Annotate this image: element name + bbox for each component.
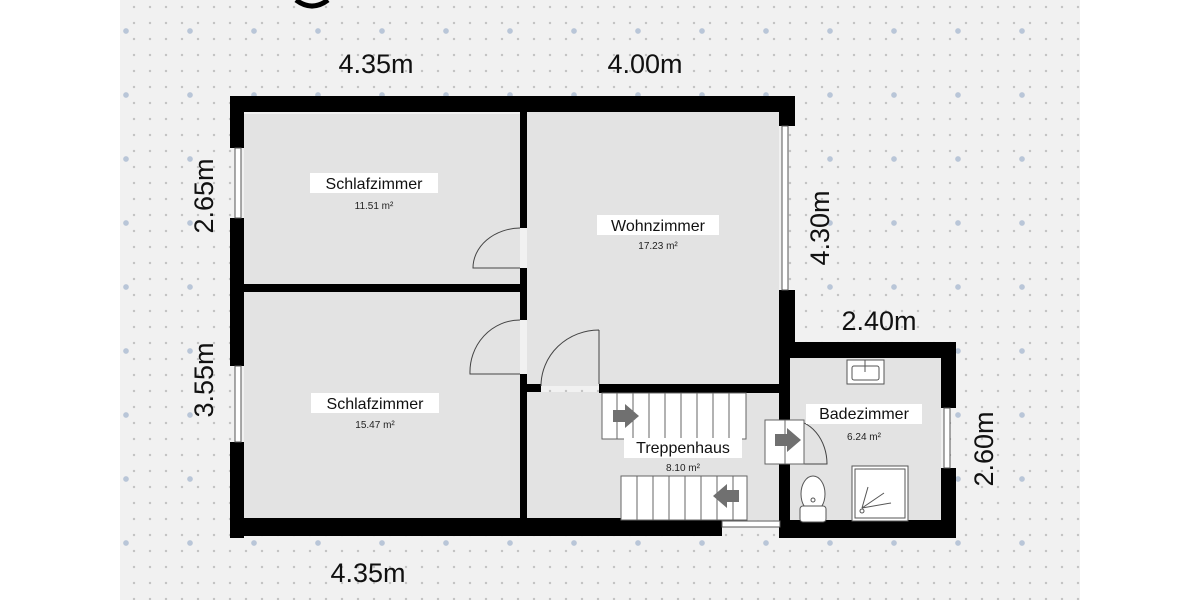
dimension-bad-top: 2.40m: [841, 306, 916, 336]
room-area-schlafzimmer-2: 15.47 m²: [355, 420, 395, 431]
label-bg: [806, 404, 922, 424]
window-treppenhaus: [721, 520, 781, 528]
room-name-schlafzimmer-2: Schlafzimmer: [327, 396, 425, 413]
room-area-treppenhaus: 8.10 m²: [666, 463, 701, 474]
dimension-left-bottom: 3.55m: [189, 342, 219, 417]
dimension-bad-right: 2.60m: [969, 411, 999, 486]
toilet-icon: [799, 475, 827, 523]
door-wohnzimmer: [540, 329, 600, 387]
windows: [234, 125, 951, 528]
room-area-badezimmer: 6.24 m²: [847, 432, 882, 443]
label-bg: [624, 438, 742, 458]
arrow-right-icon: [613, 404, 639, 428]
arrow-right-icon: [775, 428, 801, 452]
floors: [244, 110, 941, 522]
window-bad: [943, 407, 951, 469]
room-name-schlafzimmer-1: Schlafzimmer: [326, 176, 424, 193]
dimension-bottom: 4.35m: [330, 558, 405, 588]
shower-icon: [851, 465, 909, 522]
door-schlafzimmer-1: [472, 227, 521, 269]
room-name-treppenhaus: Treppenhaus: [636, 440, 730, 457]
window-left-top: [234, 147, 242, 219]
floor-schlafzimmer-1[interactable]: [244, 114, 520, 284]
bath-fixtures: [799, 359, 909, 523]
room-area-wohnzimmer: 17.23 m²: [638, 241, 678, 252]
floor-wohnzimmer[interactable]: [527, 110, 779, 386]
room-area-schlafzimmer-1: 11.51 m²: [355, 201, 394, 212]
stairs-lower: [620, 475, 748, 521]
walls: [230, 96, 956, 538]
window-left-bottom: [234, 365, 242, 443]
room-name-badezimmer: Badezimmer: [819, 406, 909, 423]
arrow-left-icon: [713, 484, 739, 508]
label-bg: [310, 173, 438, 193]
room-labels: Schlafzimmer 11.51 m² Wohnzimmer 17.23 m…: [310, 173, 922, 474]
stair-arrows: [613, 404, 801, 508]
dimension-top-right: 4.00m: [607, 49, 682, 79]
dimension-left-top: 2.65m: [189, 158, 219, 233]
door-schlafzimmer-2: [469, 319, 521, 375]
label-bg: [311, 393, 439, 413]
window-wohnzimmer: [781, 125, 789, 291]
label-bg: [597, 215, 719, 235]
stairs: [601, 392, 805, 521]
room-name-wohnzimmer: Wohnzimmer: [611, 218, 706, 235]
dimension-right-wohnzimmer: 4.30m: [805, 190, 835, 265]
sink-icon: [846, 359, 885, 385]
dimension-top-left: 4.35m: [338, 49, 413, 79]
title-fragment: [294, 0, 330, 9]
dimension-labels: 4.35m 4.00m 2.65m 3.55m 4.30m 2.40m 2.60…: [189, 49, 999, 588]
